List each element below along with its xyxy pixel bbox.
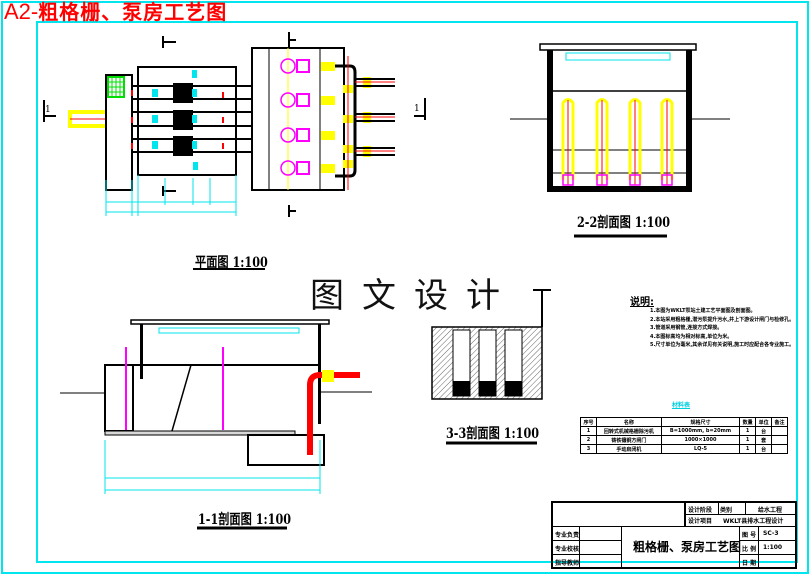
section-1-1-caption: 1-1剖面图 1:100: [198, 512, 292, 528]
note-item: 2.本站采用粗格栅,潜污泵提升污水,并上下游设计闸门与检修孔。: [650, 316, 795, 323]
plan-view: 1 1: [43, 32, 426, 217]
section-3-3-caption: 3-3剖面图 1:100: [446, 426, 540, 442]
cell: 台: [755, 444, 773, 454]
sheet-title: A2-粗格栅、泵房工艺图: [4, 0, 227, 24]
category-label: 类别: [720, 507, 733, 514]
section-1-label-right: 1: [414, 104, 420, 114]
table-row: 1 回转式机械格栅除污机 B=1000mm, b=20mm 1 台: [580, 426, 788, 436]
cell: [771, 444, 788, 454]
cell: LQ-5: [660, 444, 741, 454]
inner-frame: [36, 21, 798, 563]
note-item: 1.本图为WKLT泵站土建工艺平面图及剖面图。: [650, 308, 756, 314]
materials-table-header: 序号 名称 规格尺寸 数量 单位 备注: [580, 417, 788, 427]
cell: 1: [580, 426, 597, 436]
section-3-3-view: [431, 289, 551, 445]
cell: 1: [739, 435, 757, 445]
section-2-2-caption: 2-2剖面图 1:100: [577, 215, 671, 231]
cell: 1000×1000: [660, 435, 741, 445]
project-label: 设计项目: [688, 518, 713, 525]
header-cell: 序号: [580, 417, 597, 427]
title-block: 设计阶段 类别 给水工程 设计项目 WKLT县排水工程设计 专业负责 专业校核 …: [551, 501, 797, 569]
materials-table-title: 材料表: [672, 402, 691, 409]
header-cell: 名称: [595, 417, 662, 427]
section-1-label-left: 1: [45, 105, 51, 115]
section-mark-1-right: [414, 98, 426, 120]
section-mark-3-3-bottom: [288, 205, 296, 217]
header-cell: 单位: [755, 417, 773, 427]
section-mark-2-2-top: [162, 36, 176, 48]
drawing-name: 粗格栅、泵房工艺图: [633, 540, 742, 554]
section-mark-3-3-top: [288, 32, 296, 48]
pumps-plan: [280, 58, 335, 176]
plan-dimensions: [105, 175, 237, 216]
header-cell: 规格尺寸: [660, 417, 741, 427]
drawing-no-label: 图 号: [742, 532, 757, 539]
scale-label: 比 例: [742, 546, 757, 553]
project-value: WKLT县排水工程设计: [723, 518, 784, 525]
cell: 1: [739, 444, 757, 454]
table-row: 2 铸铁镶铜方闸门 1000×1000 1 套: [580, 435, 788, 445]
section-mark-1-left: [43, 100, 56, 122]
materials-table: 序号 名称 规格尺寸 数量 单位 备注 1 回转式机械格栅除污机 B=1000m…: [580, 417, 788, 454]
header-cell: 数量: [739, 417, 757, 427]
row-label-3: 指导教师: [555, 560, 580, 567]
table-row: 3 手动启闭机 LQ-5 1 台: [580, 444, 788, 454]
notes-title: 说明:: [630, 297, 654, 308]
cell: 手动启闭机: [595, 444, 662, 454]
cell: 台: [755, 426, 773, 436]
cell: [771, 435, 788, 445]
coarse-grate: [107, 76, 125, 98]
section-2-2-view: [510, 43, 730, 238]
row-label-1: 专业负责: [555, 532, 580, 539]
vertical-pumps-2-2: [561, 98, 674, 186]
scale-value: 1:100: [763, 544, 783, 551]
date-label: 日 期: [742, 560, 757, 567]
cell: B=1000mm, b=20mm: [660, 426, 741, 436]
cell: 回转式机械格栅除污机: [595, 426, 662, 436]
cell: 2: [580, 435, 597, 445]
row-label-2: 专业校核: [555, 546, 580, 553]
design-stage-label: 设计阶段: [688, 507, 713, 514]
pump-well-plan: [137, 66, 237, 176]
channels: [131, 70, 252, 170]
watermark-text: 图文设计: [310, 276, 518, 316]
section-1-1-view: [60, 319, 372, 530]
cell: 套: [755, 435, 773, 445]
grate-chamber: [105, 74, 133, 191]
note-item: 4.本图标高均为相对标高,单位为米。: [650, 333, 733, 340]
cell: 3: [580, 444, 597, 454]
category-value: 给水工程: [758, 507, 783, 514]
sheet-title-prefix: A2-: [4, 0, 39, 24]
note-item: 3.管道采用钢管,连接方式焊接。: [650, 325, 723, 331]
discharge-pipe-red: [307, 372, 360, 455]
note-item: 5.尺寸单位为毫米,其余详见有关说明,施工时应配合各专业施工。: [650, 342, 795, 348]
section-1-1-dimensions: [104, 440, 321, 494]
cell: 铸铁镶铜方闸门: [595, 435, 662, 445]
header-cell: 备注: [771, 417, 788, 427]
cell: 1: [739, 426, 757, 436]
drawing-no-value: SC-3: [763, 530, 779, 537]
plan-caption: 平面图 1:100: [195, 255, 268, 271]
outlet-pipes: [355, 78, 395, 156]
sheet-title-text: 粗格栅、泵房工艺图: [38, 0, 228, 24]
cell: [771, 426, 788, 436]
notes-list: 1.本图为WKLT泵站土建工艺平面图及剖面图。 2.本站采用粗格栅,潜污泵提升污…: [650, 307, 794, 350]
